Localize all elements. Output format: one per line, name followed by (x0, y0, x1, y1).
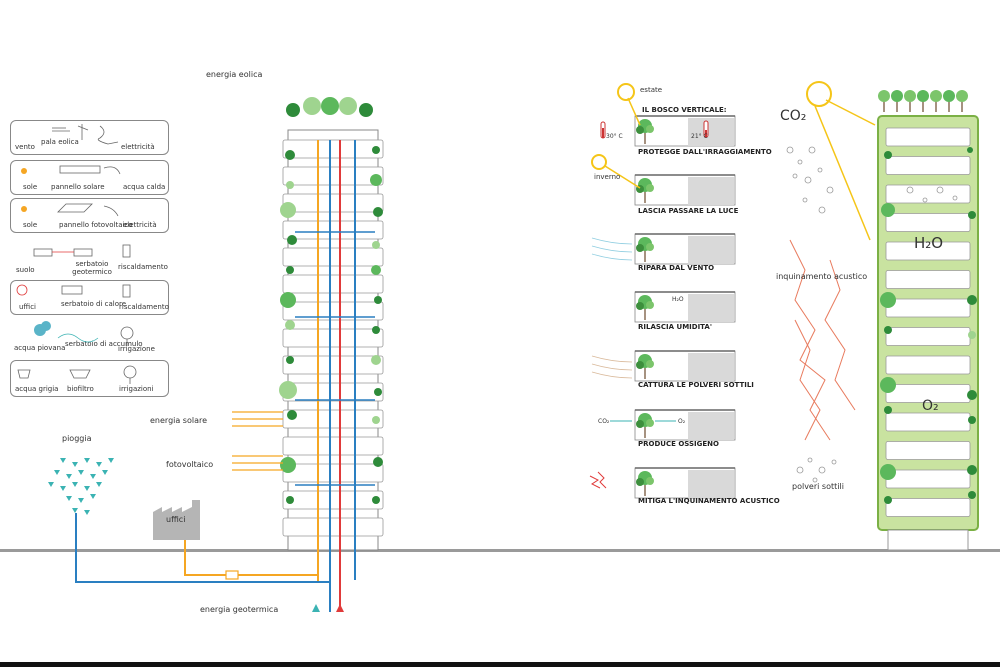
bosco-title: IL BOSCO VERTICALE: (642, 106, 727, 114)
bosco-item: PRODUCE OSSIGENO (638, 440, 719, 448)
legend-label: irrigazione (118, 345, 155, 353)
legend-label: serbatoio di calore (61, 300, 127, 308)
bosco-item: PROTEGGE DALL'IRRAGGIAMENTO (638, 148, 772, 156)
label-h2o-small: H₂O (672, 296, 684, 303)
legend-box-geo: suolo serbatoio geotermico riscaldamento (10, 238, 168, 278)
heat-pipe (184, 540, 318, 576)
bosco-item: RIPARA DAL VENTO (638, 264, 715, 272)
solar-arrows (232, 411, 283, 471)
energy-tower (279, 97, 384, 612)
label-h2o: H₂O (914, 234, 944, 252)
green-tower (806, 81, 979, 551)
legend-box-rain: acqua piovana serbatoio di accumulo irri… (10, 318, 167, 354)
label-co2-small: CO₂ (598, 418, 610, 425)
legend-label: pannello solare (51, 183, 105, 191)
legend-box-grey: acqua grigia biofiltro irrigazioni (10, 360, 169, 397)
ground-line (0, 549, 1000, 552)
label-fotovoltaico: fotovoltaico (166, 460, 214, 469)
legend-label: elettricità (123, 221, 157, 229)
roof-trees (286, 97, 373, 117)
legend-box-solar: sole pannello solare acqua calda (10, 160, 169, 195)
legend-label: acqua piovana (14, 344, 66, 352)
legend-label: pannello fotovoltaico (59, 221, 133, 229)
label-o2: O₂ (922, 398, 939, 414)
legend-label: acqua calda (123, 183, 166, 191)
legend-label: riscaldamento (119, 303, 169, 311)
legend-label: elettricità (121, 143, 155, 151)
bosco-panels (589, 115, 736, 499)
legend-box-pv: sole pannello fotovoltaico elettricità (10, 198, 169, 233)
bosco-item: CATTURA LE POLVERI SOTTILI (638, 381, 754, 389)
legend-label: uffici (19, 303, 36, 311)
legend-label: pala eolica (41, 138, 79, 146)
legend-label: vento (15, 143, 35, 151)
bottom-bar (0, 662, 1000, 667)
legend-label: riscaldamento (118, 263, 168, 271)
temp-cool: 21° C (691, 133, 708, 140)
bosco-item: MITIGA L'INQUINAMENTO ACUSTICO (638, 497, 780, 505)
legend-label: serbatoio di accumulo (65, 340, 143, 348)
legend-label: sole (23, 183, 38, 191)
bosco-item: LASCIA PASSARE LA LUCE (638, 207, 739, 215)
label-energia-geotermica: energia geotermica (200, 605, 279, 614)
label-co2: CO₂ (780, 108, 807, 124)
legend-box-heat: uffici serbatoio di calore riscaldamento (10, 280, 169, 315)
temp-hot: 30° C (606, 133, 623, 140)
rain-drops (48, 458, 114, 515)
legend-label: irrigazioni (119, 385, 154, 393)
legend-label: serbatoio geotermico (72, 260, 112, 276)
rain-pipe (75, 513, 330, 583)
noise-lines (789, 239, 856, 441)
label-o2-small: O₂ (678, 418, 686, 425)
legend-label: suolo (16, 266, 35, 274)
legend-label: sole (23, 221, 38, 229)
label-inverno: inverno (594, 173, 621, 181)
label-energia-solare: energia solare (150, 416, 208, 425)
bosco-item: RILASCIA UMIDITA' (638, 323, 712, 331)
label-pioggia: pioggia (62, 434, 92, 443)
label-estate: estate (640, 86, 663, 94)
legend-box-wind: vento pala eolica elettricità (10, 120, 169, 155)
legend-label: biofiltro (67, 385, 94, 393)
label-inquinamento-acustico: inquinamento acustico (776, 272, 868, 281)
label-uffici: uffici (166, 515, 186, 524)
label-polveri-sottili: polveri sottili (792, 482, 844, 491)
factory-icon (153, 500, 200, 540)
legend-label: acqua grigia (15, 385, 59, 393)
label-energia-eolica: energia eolica (206, 70, 263, 79)
